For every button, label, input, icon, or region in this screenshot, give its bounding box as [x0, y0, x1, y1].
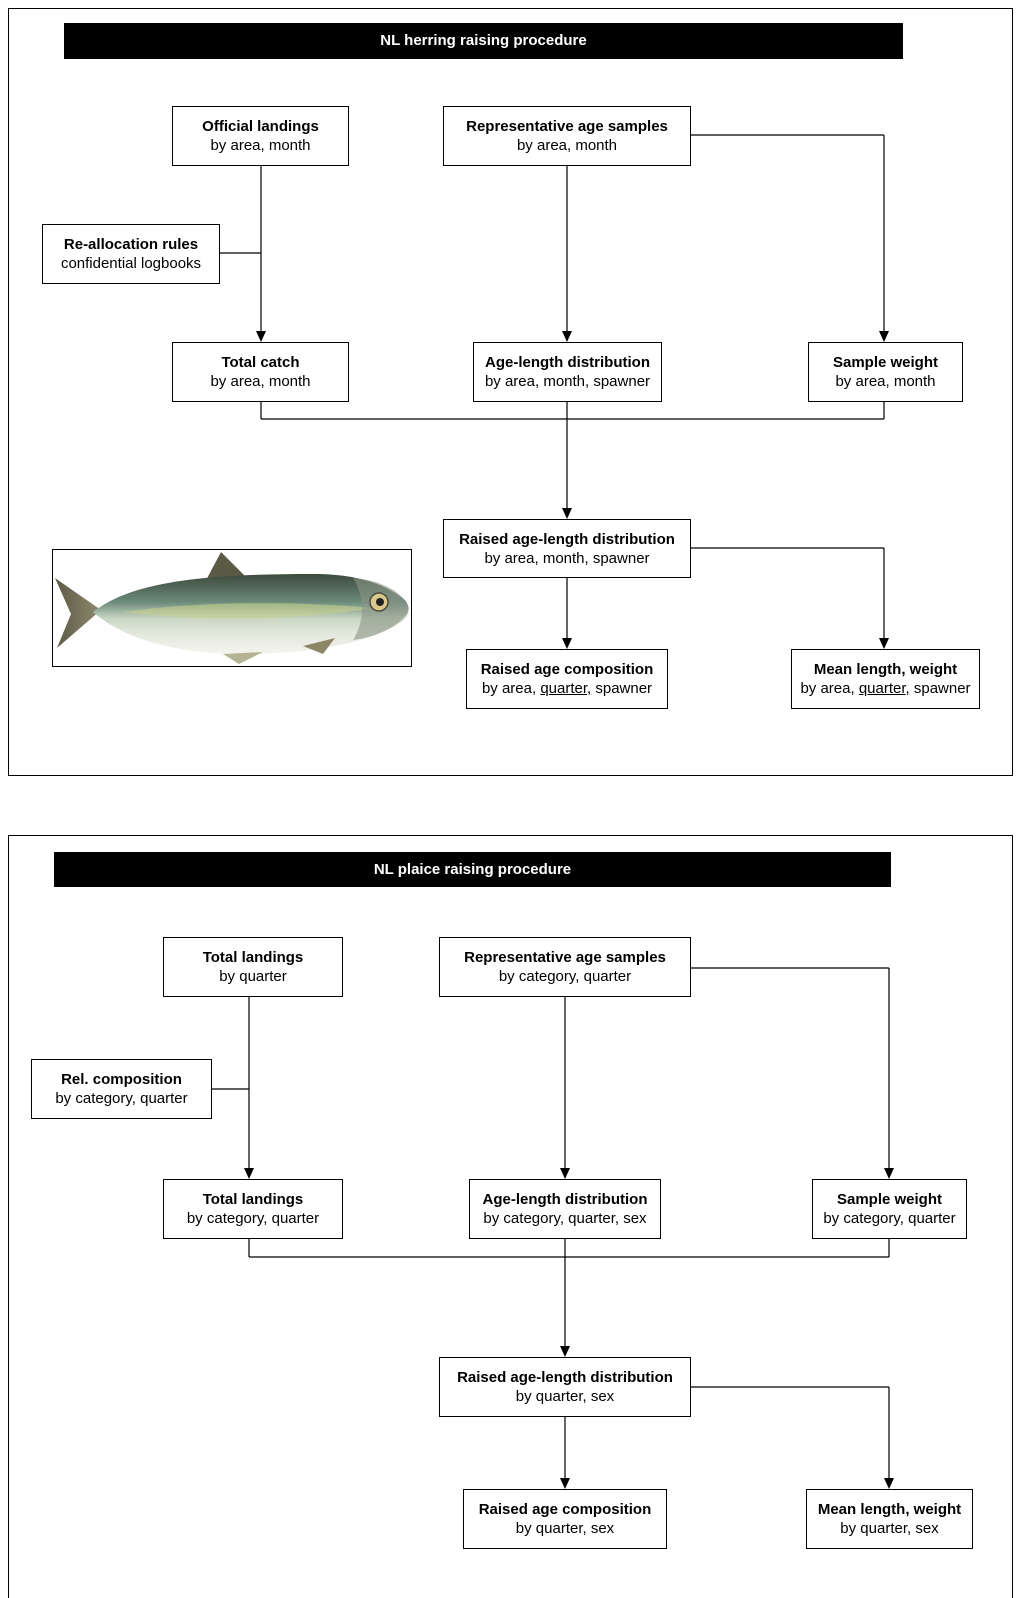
- box-title: Mean length, weight: [817, 1501, 962, 1518]
- subtitle-part: spawner: [909, 680, 971, 697]
- box-subtitle: by quarter: [219, 968, 287, 985]
- plaice-mean-length-weight-box: Mean length, weight by quarter, sex: [806, 1489, 973, 1549]
- box-subtitle: by area, month: [210, 137, 311, 154]
- box-title: Mean length, weight: [813, 661, 958, 678]
- raised-age-composition-box: Raised age composition by area, quarter,…: [466, 649, 668, 709]
- box-title: Raised age composition: [480, 661, 654, 678]
- sample-weight-box: Sample weight by area, month: [808, 342, 963, 402]
- rep-samples-box: Representative age samples by area, mont…: [443, 106, 691, 166]
- box-title: Official landings: [202, 118, 319, 135]
- plaice-raised-age-length-box: Raised age-length distribution by quarte…: [439, 1357, 691, 1417]
- box-subtitle: by area, quarter, spawner: [467, 679, 667, 698]
- box-subtitle: by category, quarter: [186, 1210, 320, 1227]
- box-title: Representative age samples: [464, 949, 666, 966]
- box-title: Raised age-length distribution: [459, 530, 675, 548]
- total-landings-quarter-box: Total landings by quarter: [163, 937, 343, 997]
- subtitle-underlined: quarter,: [540, 680, 592, 697]
- box-subtitle: by category, quarter: [823, 1210, 956, 1227]
- box-subtitle: by area, month, spawner: [484, 373, 651, 390]
- total-landings-category-box: Total landings by category, quarter: [163, 1179, 343, 1239]
- box-subtitle: by quarter, sex: [515, 1388, 615, 1405]
- box-title: Total catch: [221, 354, 300, 371]
- total-catch-box: Total catch by area, month: [172, 342, 349, 402]
- age-length-box: Age-length distribution by area, month, …: [473, 342, 662, 402]
- box-title: Re-allocation rules: [63, 236, 199, 253]
- box-title: Representative age samples: [466, 118, 668, 135]
- subtitle-part: spawner: [591, 680, 653, 697]
- box-subtitle: by area, quarter, spawner: [792, 679, 979, 698]
- box-subtitle: by category, quarter, sex: [483, 1210, 647, 1227]
- box-title: Sample weight: [836, 1191, 943, 1208]
- box-title: Raised age-length distribution: [457, 1369, 673, 1386]
- plaice-title-bar: NL plaice raising procedure: [54, 852, 891, 887]
- box-title: Age-length distribution: [482, 1191, 648, 1208]
- rel-composition-box: Rel. composition by category, quarter: [31, 1059, 212, 1119]
- subtitle-part: by area,: [481, 680, 541, 697]
- box-subtitle: by category, quarter: [498, 968, 632, 985]
- mean-length-weight-box: Mean length, weight by area, quarter, sp…: [791, 649, 980, 709]
- box-title: Rel. composition: [61, 1071, 182, 1088]
- box-title: Total landings: [202, 1191, 304, 1208]
- box-title: Total landings: [202, 949, 304, 966]
- herring-fish-icon: [55, 552, 409, 664]
- reallocation-rules-box: Re-allocation rules confidential logbook…: [42, 224, 220, 284]
- box-title: Raised age composition: [478, 1501, 652, 1518]
- raised-age-length-box: Raised age-length distribution by area, …: [443, 519, 691, 578]
- plaice-raised-age-composition-box: Raised age composition by quarter, sex: [463, 1489, 667, 1549]
- herring-fish-image: [52, 549, 412, 667]
- box-subtitle: by area, month: [835, 373, 936, 390]
- herring-title: NL herring raising procedure: [380, 32, 587, 49]
- box-subtitle: by category, quarter: [55, 1090, 188, 1107]
- box-title: Age-length distribution: [485, 354, 650, 371]
- box-subtitle: by area, month, spawner: [484, 549, 650, 567]
- box-subtitle: by area, month: [516, 137, 618, 154]
- plaice-age-length-box: Age-length distribution by category, qua…: [469, 1179, 661, 1239]
- official-landings-box: Official landings by area, month: [172, 106, 349, 166]
- box-subtitle: by quarter, sex: [515, 1520, 615, 1537]
- subtitle-part: by area,: [800, 680, 859, 697]
- herring-title-bar: NL herring raising procedure: [64, 23, 903, 59]
- plaice-title: NL plaice raising procedure: [373, 861, 572, 878]
- box-title: Sample weight: [832, 354, 939, 371]
- plaice-rep-samples-box: Representative age samples by category, …: [439, 937, 691, 997]
- plaice-sample-weight-box: Sample weight by category, quarter: [812, 1179, 967, 1239]
- box-subtitle: confidential logbooks: [60, 255, 202, 272]
- box-subtitle: by area, month: [210, 373, 311, 390]
- subtitle-underlined: quarter,: [858, 680, 910, 697]
- box-subtitle: by quarter, sex: [840, 1520, 939, 1537]
